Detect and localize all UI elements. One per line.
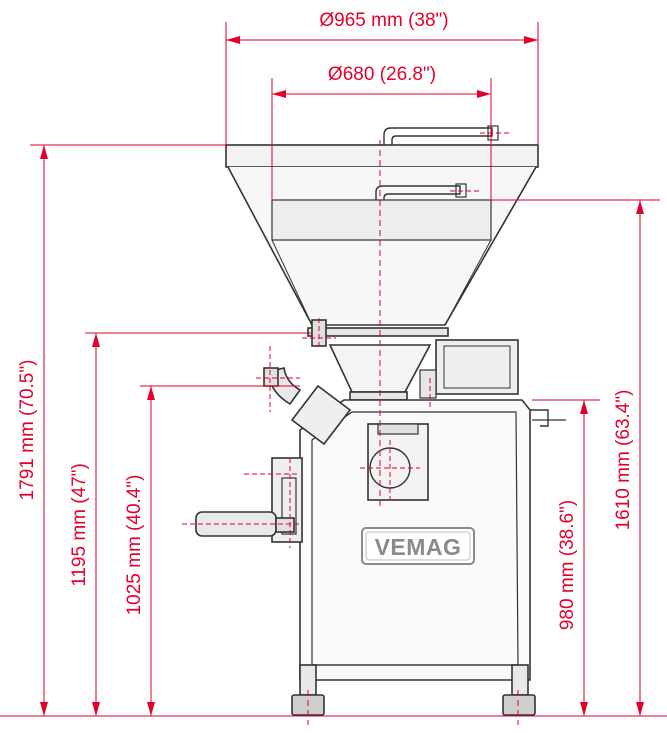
right-leg [511,664,529,696]
hopper-flange [307,327,449,337]
logo-text: VEMAG [375,534,462,560]
feed-pipe [290,384,352,446]
motor-housing [435,339,519,395]
label-height-1610: 1610 mm (63.4") [613,390,634,531]
label-hopper-inner-diameter: Ø680 (26.8") [328,64,436,85]
dimension-labels: Ø965 mm (38") Ø680 (26.8") 1791 mm (70.5… [17,10,634,630]
access-panel [367,423,429,501]
label-total-height: 1791 mm (70.5") [17,360,38,501]
right-foot [502,694,536,716]
label-hopper-outer-diameter: Ø965 mm (38") [319,10,448,31]
hopper-cone [227,166,537,326]
arrowheads [40,36,644,716]
dimension-lines [0,22,667,725]
lid-handle-inner [375,185,461,200]
label-height-1025: 1025 mm (40.4") [124,475,145,616]
label-height-1195: 1195 mm (47") [69,463,90,587]
right-handle [530,409,549,427]
logo-plate: VEMAG [361,527,475,565]
machine-body [195,125,566,716]
label-height-980: 980 mm (38.6") [557,500,578,630]
lid-handle-top [383,127,493,145]
hopper-inner-band [271,199,492,241]
